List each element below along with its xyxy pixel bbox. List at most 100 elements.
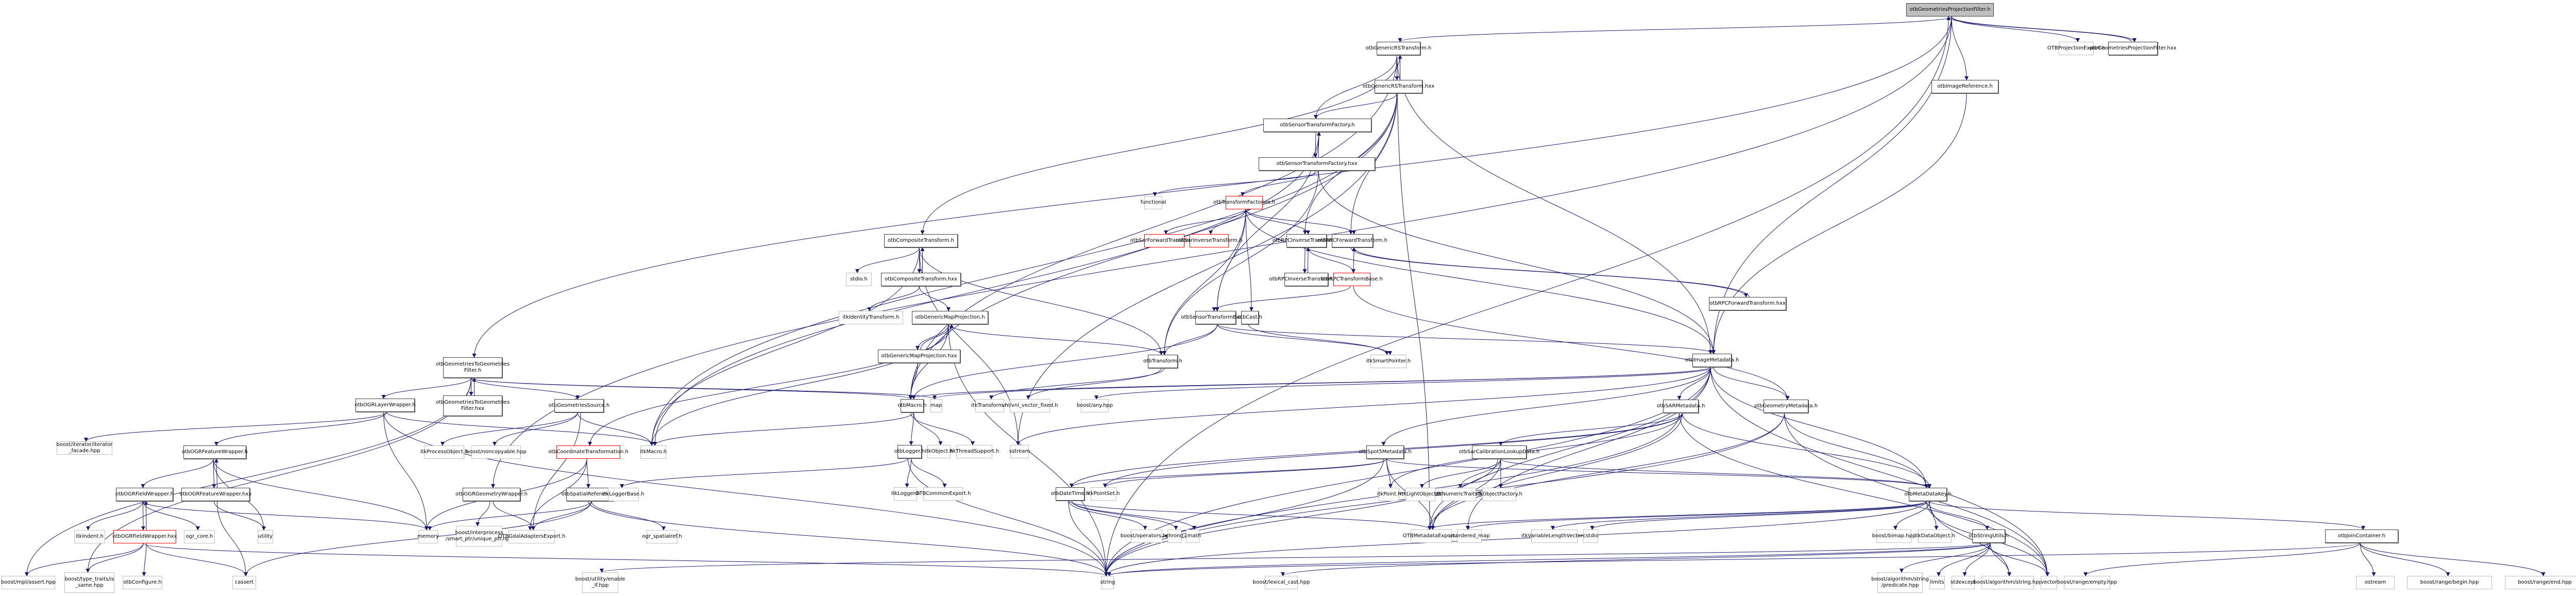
node-lightobj: itkLightObject.h [1400, 488, 1441, 501]
edge-stb-to-smartptr [1217, 324, 1392, 355]
node-comphxx[interactable]: otbCompositeTransform.hxx [881, 273, 961, 286]
node-spot5[interactable]: otbSpot5Metadata.h [1359, 445, 1412, 459]
edge-fieldhxx-to-string [143, 543, 1108, 576]
node-sarfwd[interactable]: otbSarForwardTransform.h [1130, 234, 1198, 247]
edge-rpcbase-to-stb [1212, 286, 1351, 311]
node-sarmeta[interactable]: otbSARMetadata.h [1657, 400, 1705, 413]
edge-tfact-to-sarfwd [1164, 209, 1246, 235]
edge-gpfhxx-to-root [1946, 16, 2132, 42]
node-gdalexport: OTBGdalAdaptersExport.h [498, 530, 565, 543]
edge-sarmeta-to-sarcal [1499, 412, 1683, 446]
node-imgmeta[interactable]: otbImageMetadata.h [1685, 354, 1739, 367]
edge-fieldhxx-to-issame [86, 543, 144, 573]
edge-field-to-memory [143, 501, 429, 531]
node-layer[interactable]: otbOGRLayerWrapper.h [354, 399, 416, 412]
edge-mdkey-to-cstdio [1590, 501, 1930, 530]
edge-feature-to-field [141, 458, 214, 488]
node-noncopy: boost/noncopyable.hpp [466, 445, 527, 459]
node-utility: utility [258, 530, 273, 543]
edge-grs-to-stf [1314, 55, 1397, 119]
node-grs[interactable]: otbGenericRSTransform.h [1366, 42, 1431, 55]
node-otbmacro[interactable]: otbMacro.h [898, 399, 927, 412]
node-mdkey[interactable]: otbMetaDataKey.h [1904, 488, 1952, 501]
node-sarinv[interactable]: otbSarInverseTransform.h [1176, 234, 1243, 247]
edge-geommeta-to-mdkey [1784, 412, 1928, 488]
node-vnl: vnl/vnl_vector_fixed.h [1002, 399, 1058, 412]
node-string: string [1100, 576, 1115, 589]
node-otbtransform[interactable]: otbTransform.h [1143, 355, 1182, 368]
edge-root-to-grs [1398, 16, 1952, 42]
node-ogrspatial: ogr_spatialref.h [642, 530, 682, 543]
node-stfhxx[interactable]: otbSensorTransformFactory.hxx [1259, 157, 1375, 171]
node-gmp[interactable]: otbGenericMapProjection.h [912, 311, 988, 324]
node-geommeta[interactable]: otbGeometryMetadata.h [1754, 400, 1818, 413]
node-g2g[interactable]: otbGeometriesToGeometries Filter.h [436, 357, 510, 378]
node-cast[interactable]: otbCast.h [1238, 311, 1262, 324]
node-objfactory: itkObjectFactory.h [1476, 488, 1522, 501]
edge-strutils-to-vector [1987, 542, 2049, 576]
edge-layer-to-itkmacro [386, 411, 657, 446]
edge-tfact-to-imgmeta [1245, 209, 1716, 354]
node-gsource[interactable]: otbGeometriesSource.h [549, 399, 609, 412]
node-stf[interactable]: otbSensorTransformFactory.h [1263, 119, 1371, 132]
edge-mdkey-to-metaexport [1428, 501, 1927, 530]
node-rangeend: boost/range/end.hpp [2505, 576, 2576, 589]
node-fieldhxx[interactable]: otbOGRFieldWrapper.hxx [112, 530, 177, 543]
edge-join-to-rangeend [2360, 542, 2546, 576]
node-coordtrans[interactable]: otbCoordinateTransformation.h [548, 445, 629, 459]
node-geomwrap[interactable]: otbOGRGeometryWrapper.h [455, 488, 528, 501]
edge-otbmacro-to-logger [909, 412, 914, 445]
node-gmphxx[interactable]: otbGenericMapProjection.hxx [878, 350, 960, 363]
node-join[interactable]: otbJoinContainer.h [2325, 529, 2398, 543]
node-field[interactable]: otbOGRFieldWrapper.h [115, 488, 174, 501]
node-tfact[interactable]: otbTransformFactories.h [1213, 196, 1275, 209]
edge-sarmeta-to-vector [1679, 412, 2049, 576]
edge-logger-to-commonexport [911, 458, 947, 488]
node-grshxx[interactable]: otbGenericRSTransform.hxx [1363, 80, 1434, 93]
node-logger[interactable]: otbLogger.h [894, 445, 925, 458]
edge-grs-to-imgmeta [1397, 55, 1713, 354]
node-stb[interactable]: otbSensorTransformBase.h [1181, 311, 1250, 324]
node-featurehxx[interactable]: otbOGRFeatureWrapper.hxx [180, 488, 251, 501]
edge-gsource-to-procobj [440, 412, 578, 446]
edge-join-to-rangeempty [2083, 542, 2361, 576]
edge-featurehxx-to-cassert [217, 501, 248, 576]
edge-fieldhxx-to-cassert [146, 543, 248, 576]
edge-cast-to-smartptr [1248, 324, 1389, 355]
edge-grshxx-to-stf [1314, 93, 1397, 119]
node-uniqueptr: boost/interprocess /smart_ptr/unique_ptr… [446, 526, 513, 547]
edge-layer-to-string [383, 411, 1108, 576]
node-rpcinvhxx[interactable]: otbRPCInverseTransform.hxx [1269, 273, 1344, 286]
node-rpcinv[interactable]: otbRPCInverseTransform.h [1273, 234, 1341, 247]
edge-sarcal-to-lightobj [1420, 458, 1501, 488]
edge-stfhxx-to-functional [1153, 170, 1319, 196]
edge-stfhxx-to-otbtransform [1162, 170, 1319, 355]
edge-fieldhxx-to-field [144, 501, 148, 531]
node-predicate: boost/algorithm/string /predicate.hpp [1871, 572, 1929, 593]
edge-sarmeta-to-itkpoint [1388, 412, 1683, 488]
edge-strutils-to-enableif [600, 542, 1991, 573]
edge-field-to-fieldhxx [141, 501, 145, 531]
edge-rpcinvhxx-to-rpcinv [1306, 247, 1310, 273]
node-comp[interactable]: otbCompositeTransform.h [884, 234, 958, 247]
node-sarcal[interactable]: otbSarCalibrationLookupData.h [1459, 445, 1539, 459]
node-ostream: ostream [2356, 576, 2395, 589]
node-g2ghxx[interactable]: otbGeometriesToGeometries Filter.hxx [436, 395, 510, 416]
node-rpcfwd[interactable]: otbRPCForwardTransform.h [1317, 234, 1387, 247]
node-rpcfwdhxx[interactable]: otbRPCForwardTransform.hxx [1709, 297, 1786, 310]
node-strutils[interactable]: otbStringUtils.h [1969, 529, 2009, 543]
node-pointset: itkPointSet.h [1087, 487, 1120, 501]
node-projexport: OTBProjectionExport.h [2047, 42, 2105, 55]
node-imgref[interactable]: otbImageReference.h [1931, 80, 1998, 93]
edge-otbmacro-to-itkmacro [653, 412, 914, 446]
node-rpcbase[interactable]: otbRPCTransformBase.h [1321, 273, 1383, 286]
edge-strutils-to-limits [1937, 542, 1991, 576]
node-feature[interactable]: otbOGRFeatureWrapper.h [182, 445, 248, 459]
edge-imgmeta-to-geommeta [1713, 367, 1790, 400]
node-spatialref[interactable]: otbSpatialReference.h [562, 488, 618, 501]
edge-sarcal-to-numtraits [1458, 458, 1501, 488]
edge-gmp-to-gmphxx [916, 324, 949, 350]
node-gpfhxx[interactable]: otbGeometriesProjectionFilter.hxx [2089, 42, 2177, 55]
node-datetime[interactable]: otbDateTime.h [1051, 487, 1089, 501]
